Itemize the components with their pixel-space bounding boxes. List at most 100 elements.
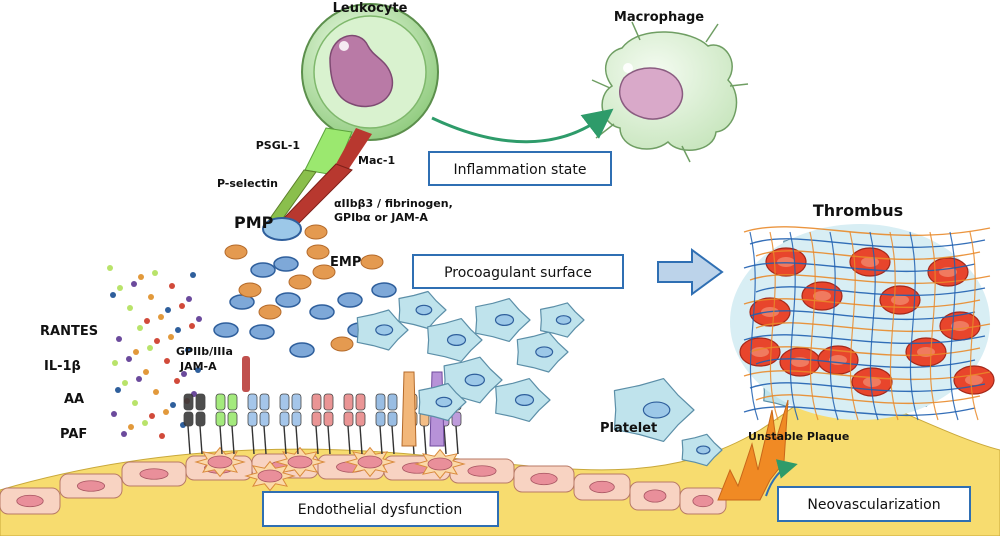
integrin-label-line2: GPIbα or JAM-A bbox=[334, 211, 428, 224]
cytokine-dot bbox=[159, 433, 165, 439]
pselectin-label: P-selectin bbox=[217, 177, 278, 190]
receptor-head bbox=[311, 393, 322, 411]
rbc-center bbox=[891, 295, 909, 305]
receptor-head bbox=[215, 411, 226, 427]
cytokine-dot bbox=[137, 325, 143, 331]
paf-label: PAF bbox=[60, 427, 87, 442]
rbc-center bbox=[965, 375, 983, 385]
receptor-stalk bbox=[359, 425, 363, 455]
receptor-head bbox=[279, 393, 290, 411]
rbc-center bbox=[863, 377, 881, 387]
rbc-center bbox=[777, 257, 795, 267]
platelet-microparticle bbox=[371, 282, 397, 298]
cell-nucleus bbox=[643, 489, 667, 503]
cytokine-dot bbox=[164, 358, 170, 364]
fibrin-strand bbox=[755, 286, 986, 297]
cell-nucleus bbox=[589, 480, 615, 494]
platelet-microparticle bbox=[309, 304, 335, 320]
endothelial-microparticle bbox=[238, 282, 262, 298]
fibrin-strand bbox=[769, 231, 779, 421]
cytokine-dot bbox=[115, 387, 121, 393]
fibrin-strand bbox=[755, 358, 976, 369]
emp-label: EMP bbox=[330, 255, 361, 270]
receptor-head bbox=[227, 411, 238, 427]
aa-label: AA bbox=[64, 392, 84, 407]
receptor-head bbox=[355, 411, 366, 427]
leukocyte-cell bbox=[301, 3, 439, 141]
mac1-label: Mac-1 bbox=[358, 154, 395, 167]
cell-nucleus bbox=[427, 457, 453, 471]
cytokine-dot bbox=[116, 336, 122, 342]
platelet-granule bbox=[535, 346, 554, 358]
platelet-granule bbox=[464, 373, 485, 387]
platelet-granule bbox=[415, 304, 433, 316]
receptor-head bbox=[215, 393, 226, 411]
fibrin-strand bbox=[749, 346, 981, 357]
fibrin-strand bbox=[743, 334, 986, 345]
fibrin-strand bbox=[929, 231, 939, 421]
receptor-head bbox=[247, 393, 258, 411]
fibrin-strand bbox=[949, 231, 959, 421]
macrophage-cell bbox=[591, 21, 749, 163]
fibrin-strand bbox=[755, 322, 991, 333]
procoagulant-box: Procoagulant surface bbox=[412, 254, 624, 289]
cytokine-dot bbox=[110, 292, 116, 298]
cytokine-dot bbox=[181, 371, 187, 377]
gpiib-label: GPIIb/IIIa bbox=[176, 345, 233, 358]
fibrin-strand bbox=[809, 231, 819, 421]
receptor-stalk bbox=[219, 425, 223, 455]
receptor-stalk bbox=[263, 425, 267, 455]
receptor-head bbox=[343, 411, 354, 427]
receptor-head bbox=[323, 411, 334, 427]
receptor-head bbox=[291, 393, 302, 411]
fibrin-strand bbox=[909, 231, 919, 421]
cytokine-dot bbox=[186, 296, 192, 302]
fibrin-strand bbox=[829, 231, 839, 421]
cytokine-dot bbox=[185, 347, 191, 353]
thrombus-label: Thrombus bbox=[813, 201, 903, 220]
receptor-stalk bbox=[187, 425, 191, 455]
platelet-microparticle bbox=[337, 292, 363, 308]
thrombus-block-arrow bbox=[657, 248, 724, 296]
receptor-stalk bbox=[443, 425, 447, 455]
fibrin-strand bbox=[743, 262, 976, 273]
receptor-stalk bbox=[199, 425, 203, 455]
cytokine-dot bbox=[147, 345, 153, 351]
cytokine-dot bbox=[136, 376, 142, 382]
endothelial-layer bbox=[0, 446, 727, 515]
orange-receptor bbox=[401, 371, 417, 447]
platelet-granule bbox=[435, 396, 453, 408]
jama-label: JAM-A bbox=[179, 360, 217, 373]
receptor-stalk bbox=[379, 425, 383, 455]
fibrin-strand bbox=[755, 394, 981, 405]
fibrin-strand bbox=[749, 310, 976, 321]
cytokine-dot bbox=[169, 283, 175, 289]
receptor-head bbox=[387, 393, 398, 411]
receptor-head bbox=[343, 393, 354, 411]
unstable-plaque-label: Unstable Plaque bbox=[748, 430, 849, 443]
fibrin-strand bbox=[749, 382, 986, 393]
cell-nucleus bbox=[257, 469, 283, 483]
fibrin-strand bbox=[749, 274, 991, 285]
cytokine-dot bbox=[132, 400, 138, 406]
fibrin-strand bbox=[743, 298, 981, 309]
receptor-stalk bbox=[283, 425, 287, 455]
endothelial-microparticle bbox=[304, 224, 328, 240]
receptor-head bbox=[183, 411, 194, 427]
platelet-granule bbox=[696, 445, 711, 455]
cytokine-dot bbox=[107, 265, 113, 271]
fibrin-strand bbox=[749, 231, 759, 421]
psgl1-pselectin-receptor bbox=[265, 127, 353, 229]
receptor-head bbox=[259, 411, 270, 427]
psgl1-label: PSGL-1 bbox=[256, 139, 300, 152]
platelet-granule bbox=[446, 334, 467, 347]
receptor-stalk bbox=[295, 425, 299, 455]
cytokine-dot bbox=[144, 318, 150, 324]
cytokine-dot bbox=[189, 323, 195, 329]
cytokine-dot bbox=[170, 402, 176, 408]
receptor-stalk bbox=[315, 425, 319, 455]
cytokine-dot bbox=[143, 369, 149, 375]
fibrin-strand bbox=[749, 238, 986, 249]
leukocyte-label: Leukocyte bbox=[333, 1, 408, 16]
receptor-head bbox=[355, 393, 366, 411]
